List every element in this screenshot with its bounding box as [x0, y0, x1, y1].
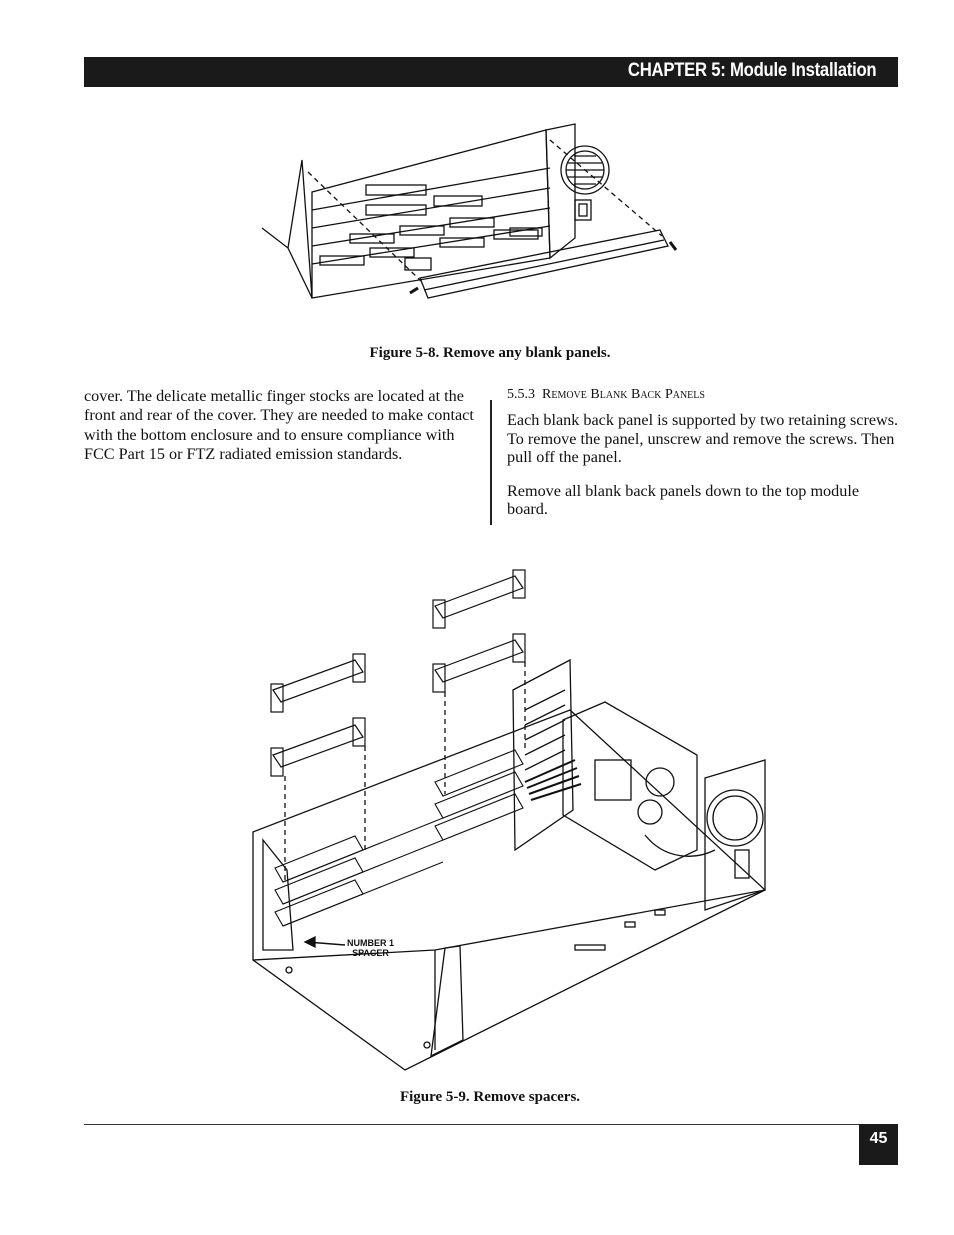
- page-number: 45: [859, 1124, 898, 1165]
- section-number: 5.5.3: [507, 387, 535, 402]
- paragraph-1: Each blank back panel is supported by tw…: [507, 411, 899, 467]
- section-heading: 5.5.3 Remove Blank Back Panels: [507, 386, 902, 404]
- column-divider: [490, 400, 492, 525]
- chapter-title: CHAPTER 5: Module Installation: [627, 60, 877, 81]
- footer-rule: [84, 1124, 898, 1125]
- figure-5-8-caption: Figure 5-8. Remove any blank panels.: [369, 345, 611, 361]
- paragraph-2: Remove all blank back panels down to the…: [507, 481, 859, 519]
- chapter-header-bar: CHAPTER 5: Module Installation: [84, 57, 898, 87]
- right-column: 5.5.3 Remove Blank Back Panels Each blan…: [507, 386, 902, 533]
- section-title: Remove Blank Back Panels: [542, 387, 705, 402]
- number-1-spacer-callout: NUMBER 1 SPACER: [347, 938, 394, 958]
- figure-5-9-caption: Figure 5-9. Remove spacers.: [399, 1089, 581, 1105]
- left-column-text: cover. The delicate metallic finger stoc…: [84, 387, 474, 464]
- callout-line-2: SPACER: [352, 948, 389, 958]
- figure-5-8-illustration: [250, 118, 690, 308]
- figure-5-9-illustration: NUMBER 1 SPACER: [245, 550, 785, 1075]
- callout-line-1: NUMBER 1: [347, 938, 395, 948]
